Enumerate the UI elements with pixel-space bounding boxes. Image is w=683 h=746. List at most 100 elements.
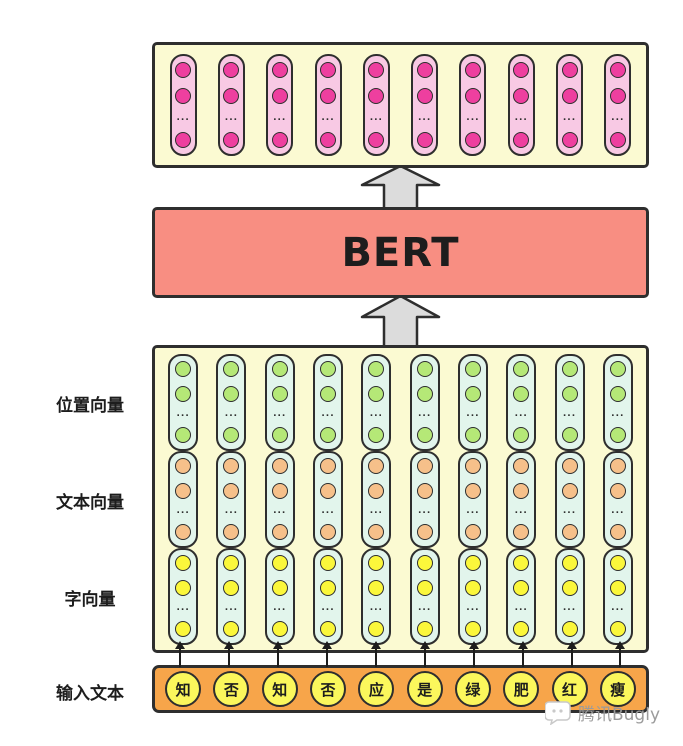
char-dot [561,621,578,638]
text-dot [271,524,288,541]
watermark: 腾讯Bugly [545,700,660,725]
position-dot [513,385,530,402]
char-dot [561,554,578,571]
arrow-head-icon [419,641,430,649]
ellipsis-dots: ... [321,409,335,420]
arrow-stem [326,647,329,667]
position-dot [271,427,288,444]
ellipsis-dots: ... [321,506,335,517]
output-dot [223,131,240,148]
ellipsis-dots: ... [273,506,287,517]
position-dot [223,427,240,444]
ellipsis-dots: ... [176,603,190,614]
char-vector-segment: ... [409,547,440,645]
input-to-embedding-arrow [321,641,333,667]
input-arrows [152,641,649,667]
ellipsis-dots: ... [369,112,383,123]
char-vector-segment: ... [506,547,537,645]
output-dot [513,131,530,148]
ellipsis-dots: ... [273,112,287,123]
text-dot [416,482,433,499]
arrow-stem [570,647,573,667]
position-dot [223,360,240,377]
char-dot [271,554,288,571]
input-char-4: 否 [310,671,347,707]
text-dot [513,482,530,499]
position-dot [368,360,385,377]
position-dot [320,360,337,377]
input-char-5: 应 [358,671,395,707]
arrow-stem [179,647,182,667]
char-dot [320,621,337,638]
output-dot [609,88,626,105]
output-dot [368,88,385,105]
position-vector-segment: ... [457,353,488,451]
char-dot [175,579,192,596]
input-to-embedding-arrow [419,641,431,667]
arrow-head-icon [566,641,577,649]
ellipsis-dots: ... [176,506,190,517]
ellipsis-dots: ... [611,506,625,517]
arrow-stem [228,647,231,667]
ellipsis-dots: ... [562,506,577,517]
position-vector-segment: ... [554,353,585,451]
input-char-1: 知 [165,671,202,707]
output-vector-cell: ... [266,54,294,156]
output-vector-cell: ... [169,54,197,156]
position-dot [223,385,240,402]
char-vector-segment: ... [457,547,488,645]
text-dot [561,457,578,474]
input-to-embedding-arrow [566,641,578,667]
char-vector-segment: ... [361,547,392,645]
text-vector-segment: ... [361,450,392,548]
input-to-embedding-arrow [174,641,186,667]
ellipsis-dots: ... [417,603,432,614]
ellipsis-dots: ... [466,409,480,420]
char-dot [464,579,481,596]
position-vector-segment: ... [313,353,344,451]
output-vector-cell: ... [604,54,632,156]
char-dot [513,554,530,571]
char-dot [513,621,530,638]
position-vector-segment: ... [216,353,247,451]
char-dot [368,621,385,638]
input-char-2: 否 [213,671,250,707]
char-vector-segment: ... [216,547,247,645]
label-input-text: 输入文本 [56,684,124,704]
arrow-stem [423,647,426,667]
text-dot [609,457,626,474]
ellipsis-dots: ... [562,603,577,614]
embedding-column: ......... [216,353,247,645]
ellipsis-dots: ... [514,506,528,517]
text-dot [513,524,530,541]
char-dot [368,554,385,571]
ellipsis-dots: ... [417,409,432,420]
ellipsis-dots: ... [611,112,625,123]
ellipsis-dots: ... [514,112,528,123]
text-dot [271,482,288,499]
char-dot [175,621,192,638]
position-dot [513,427,530,444]
arrow-head-icon [615,641,626,649]
up-arrow-icon [360,295,441,348]
ellipsis-dots: ... [417,506,432,517]
embedding-column: ......... [457,353,488,645]
position-vector-segment: ... [168,353,199,451]
ellipsis-dots: ... [176,409,190,420]
char-dot [271,579,288,596]
char-vector-segment: ... [313,547,344,645]
bert-box: BERT [152,207,649,298]
char-vector-segment: ... [554,547,585,645]
ellipsis-dots: ... [321,112,335,123]
text-dot [416,457,433,474]
char-dot [609,554,626,571]
position-vector-segment: ... [506,353,537,451]
output-dot [513,88,530,105]
text-vector-segment: ... [506,450,537,548]
position-dot [561,385,578,402]
text-vector-segment: ... [216,450,247,548]
text-vector-segment: ... [409,450,440,548]
arrow-head-icon [175,641,186,649]
label-char-vector: 字向量 [64,590,116,610]
